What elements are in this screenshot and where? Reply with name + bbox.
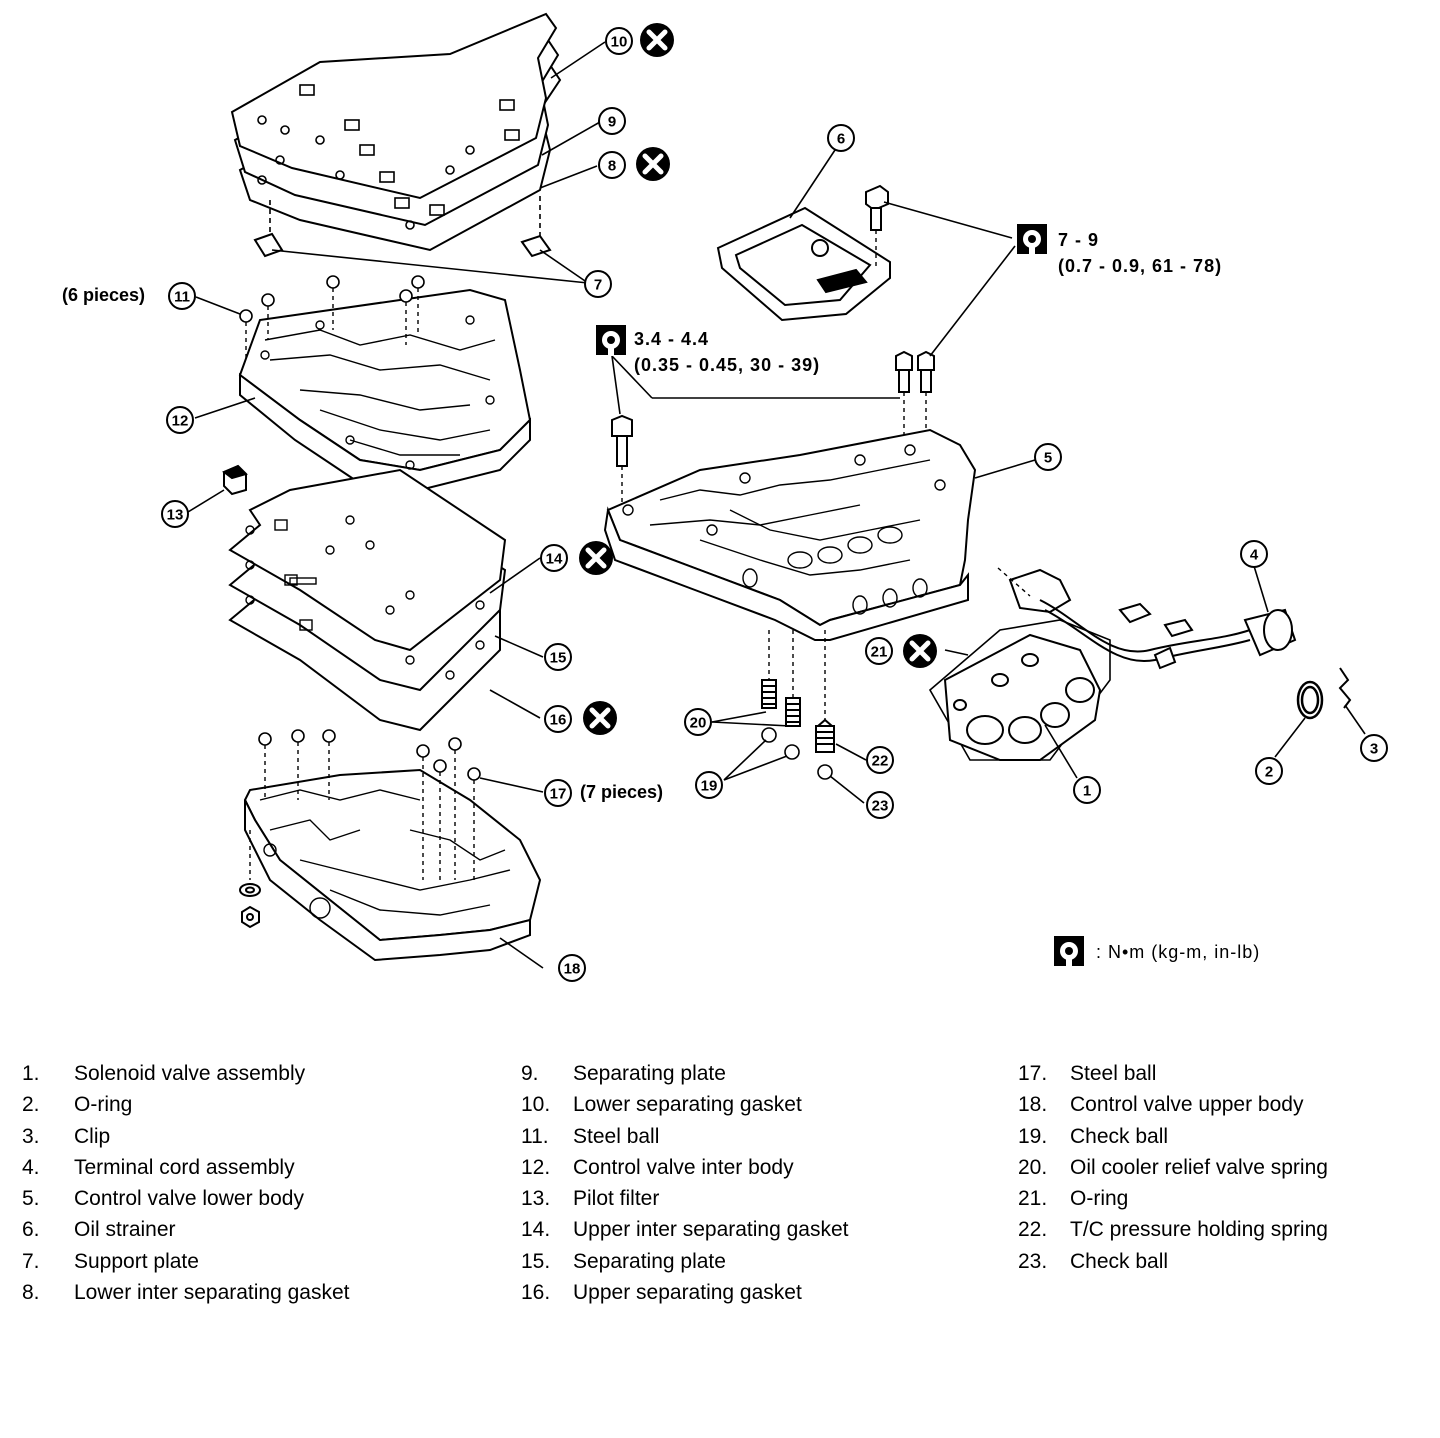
torque-spec-a-detail: (0.7 - 0.9, 61 - 78): [1058, 256, 1222, 276]
steel-balls-11: [239, 275, 425, 323]
callout-circles: [161, 27, 1388, 982]
torque-wrench-icon: [596, 325, 626, 356]
callout-12: 12: [172, 413, 189, 430]
check-balls: [761, 727, 833, 780]
solenoid-valve-assembly-shape: [943, 633, 1102, 761]
torque-wrench-icon: [1017, 224, 1047, 255]
control-valve-inter-body-shape: [238, 288, 532, 492]
callout-4: 4: [1250, 547, 1259, 564]
replace-mark-icon: [903, 634, 937, 668]
pilot-filter-shape: [222, 464, 248, 496]
oil-strainer-shape: [716, 206, 891, 322]
callout-20: 20: [690, 715, 707, 732]
torque-wrench-icon: [1054, 936, 1084, 967]
torque-spec-a-value: 7 - 9: [1058, 230, 1099, 250]
replace-mark-icon: [636, 147, 670, 181]
callout-21: 21: [871, 644, 888, 661]
gasket-holes: [257, 84, 520, 230]
callout-7: 7: [594, 277, 602, 294]
springs: [761, 679, 835, 753]
callout-10: 10: [611, 34, 628, 51]
callout-23: 23: [872, 798, 889, 815]
callout-2: 2: [1265, 764, 1273, 781]
replace-part-marks: [579, 23, 937, 735]
callout-3: 3: [1370, 741, 1378, 758]
o-ring-21-shape: [928, 619, 1111, 761]
lower-body-details: [622, 444, 946, 615]
clip-shape: [1338, 667, 1352, 709]
bolts: [611, 184, 935, 467]
callout-13: 13: [167, 507, 184, 524]
callout-14: 14: [546, 551, 563, 568]
control-valve-lower-body-shape: [603, 428, 977, 641]
callout-15: 15: [550, 650, 567, 667]
washer-and-nut: [239, 883, 261, 929]
callout-22: 22: [872, 753, 889, 770]
upper-gasket-stack: [228, 468, 507, 732]
six-pieces-note: (6 pieces): [62, 285, 145, 305]
callout-9: 9: [608, 114, 616, 131]
callout-6: 6: [837, 131, 845, 148]
upper-body-passages: [259, 789, 511, 919]
o-ring-2-shape: [1296, 680, 1324, 720]
torque-spec-b-value: 3.4 - 4.4: [634, 329, 709, 349]
callout-16: 16: [550, 712, 567, 729]
terminal-cord-assembly-shape: [1008, 568, 1297, 670]
inter-body-passages: [260, 315, 496, 470]
callout-17: 17: [550, 786, 567, 803]
callout-1: 1: [1083, 783, 1091, 800]
callout-numbers: 1 2 3 4 5 6 7 8 9 10 11 12 13 14 15 16 1…: [167, 34, 1379, 978]
upper-gasket-holes: [245, 515, 485, 680]
callout-18: 18: [564, 961, 581, 978]
exploded-diagram: 1 2 3 4 5 6 7 8 9 10 11 12 13 14 15 16 1…: [62, 12, 1388, 982]
callout-11: 11: [174, 289, 190, 306]
replace-mark-icon: [640, 23, 674, 57]
callout-19: 19: [701, 778, 718, 795]
lower-separating-gasket-shape: [230, 12, 562, 252]
replace-mark-icon: [583, 701, 617, 735]
callout-5: 5: [1044, 450, 1052, 467]
callout-8: 8: [608, 158, 616, 175]
units-legend: : N•m (kg-m, in-lb): [1096, 942, 1260, 962]
torque-spec-b-detail: (0.35 - 0.45, 30 - 39): [634, 355, 820, 375]
control-valve-upper-body-shape: [243, 768, 542, 962]
seven-pieces-note: (7 pieces): [580, 782, 663, 802]
replace-mark-icon: [579, 541, 613, 575]
